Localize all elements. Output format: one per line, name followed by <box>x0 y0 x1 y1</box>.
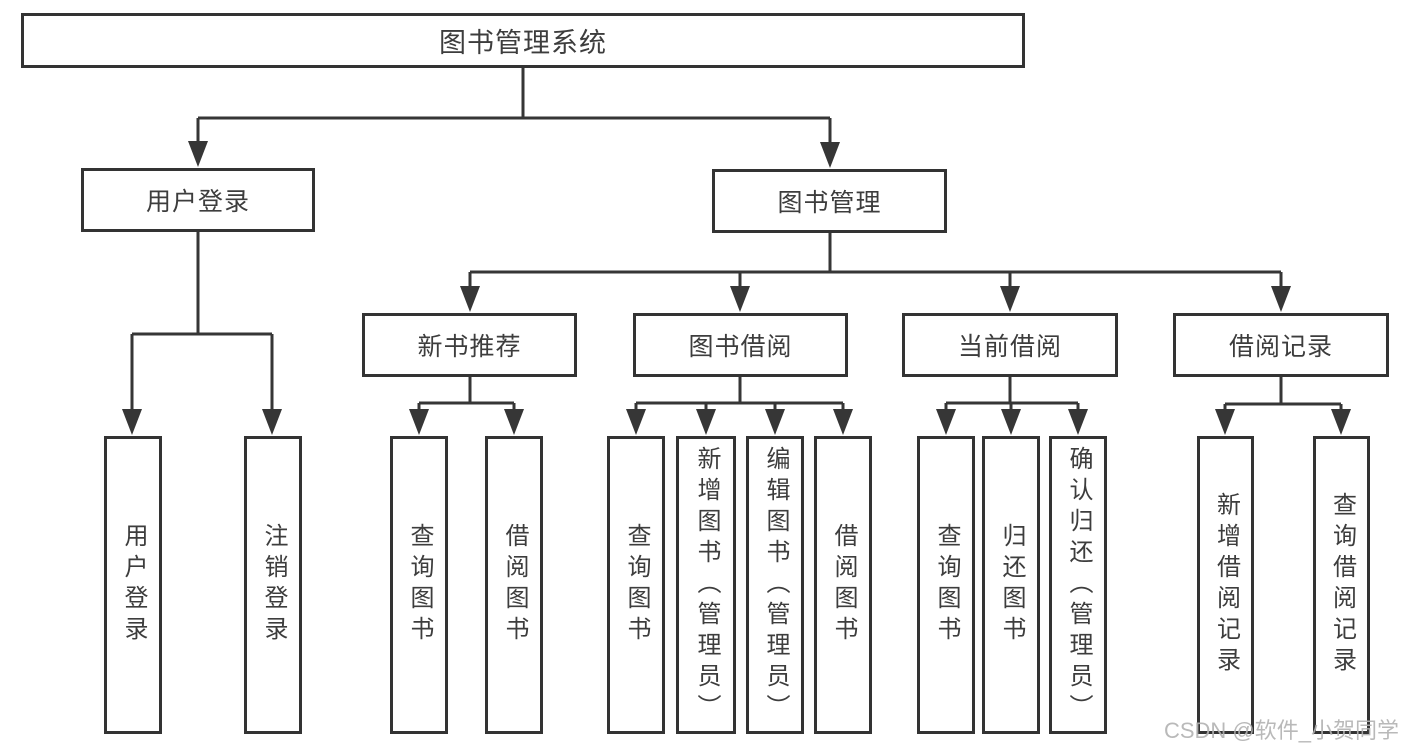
leaf-edit-book-admin: 编辑图书（管理员） <box>746 436 804 734</box>
leaf-label: 归还图书 <box>998 523 1025 647</box>
node-borrow-records: 借阅记录 <box>1173 313 1389 377</box>
leaf-label: 注销登录 <box>260 523 287 647</box>
node-user-login: 用户登录 <box>81 168 315 232</box>
node-book-borrow: 图书借阅 <box>633 313 848 377</box>
leaf-add-borrow-record: 新增借阅记录 <box>1197 436 1254 734</box>
leaf-label: 查询图书 <box>623 523 650 647</box>
leaf-query-books-current: 查询图书 <box>917 436 975 734</box>
leaf-borrow-book: 借阅图书 <box>814 436 872 734</box>
leaf-label: 用户登录 <box>120 523 147 647</box>
leaf-label: 借阅图书 <box>830 523 857 647</box>
leaf-label: 查询图书 <box>406 523 433 647</box>
leaf-query-books-recommend: 查询图书 <box>390 436 448 734</box>
leaf-confirm-return-admin: 确认归还（管理员） <box>1049 436 1107 734</box>
csdn-watermark: CSDN @软件_小贺同学 <box>1163 718 1399 743</box>
leaf-borrow-books-recommend: 借阅图书 <box>485 436 543 734</box>
leaf-return-book: 归还图书 <box>982 436 1040 734</box>
leaf-query-borrow-record: 查询借阅记录 <box>1313 436 1370 734</box>
node-book-management: 图书管理 <box>712 169 947 233</box>
leaf-label: 新增图书（管理员） <box>693 445 720 725</box>
leaf-label: 借阅图书 <box>501 523 528 647</box>
leaf-logout: 注销登录 <box>244 436 302 734</box>
node-new-book-recommend: 新书推荐 <box>362 313 577 377</box>
arrowhead-icons <box>122 141 1351 435</box>
leaf-add-book-admin: 新增图书（管理员） <box>676 436 736 734</box>
leaf-label: 编辑图书（管理员） <box>762 445 789 725</box>
leaf-label: 新增借阅记录 <box>1212 492 1240 678</box>
leaf-label: 确认归还（管理员） <box>1065 445 1092 725</box>
leaf-query-books-borrow: 查询图书 <box>607 436 665 734</box>
node-current-borrow: 当前借阅 <box>902 313 1118 377</box>
leaf-label: 查询图书 <box>933 523 960 647</box>
leaf-user-login: 用户登录 <box>104 436 162 734</box>
leaf-label: 查询借阅记录 <box>1328 492 1356 678</box>
node-system-root: 图书管理系统 <box>21 13 1025 68</box>
